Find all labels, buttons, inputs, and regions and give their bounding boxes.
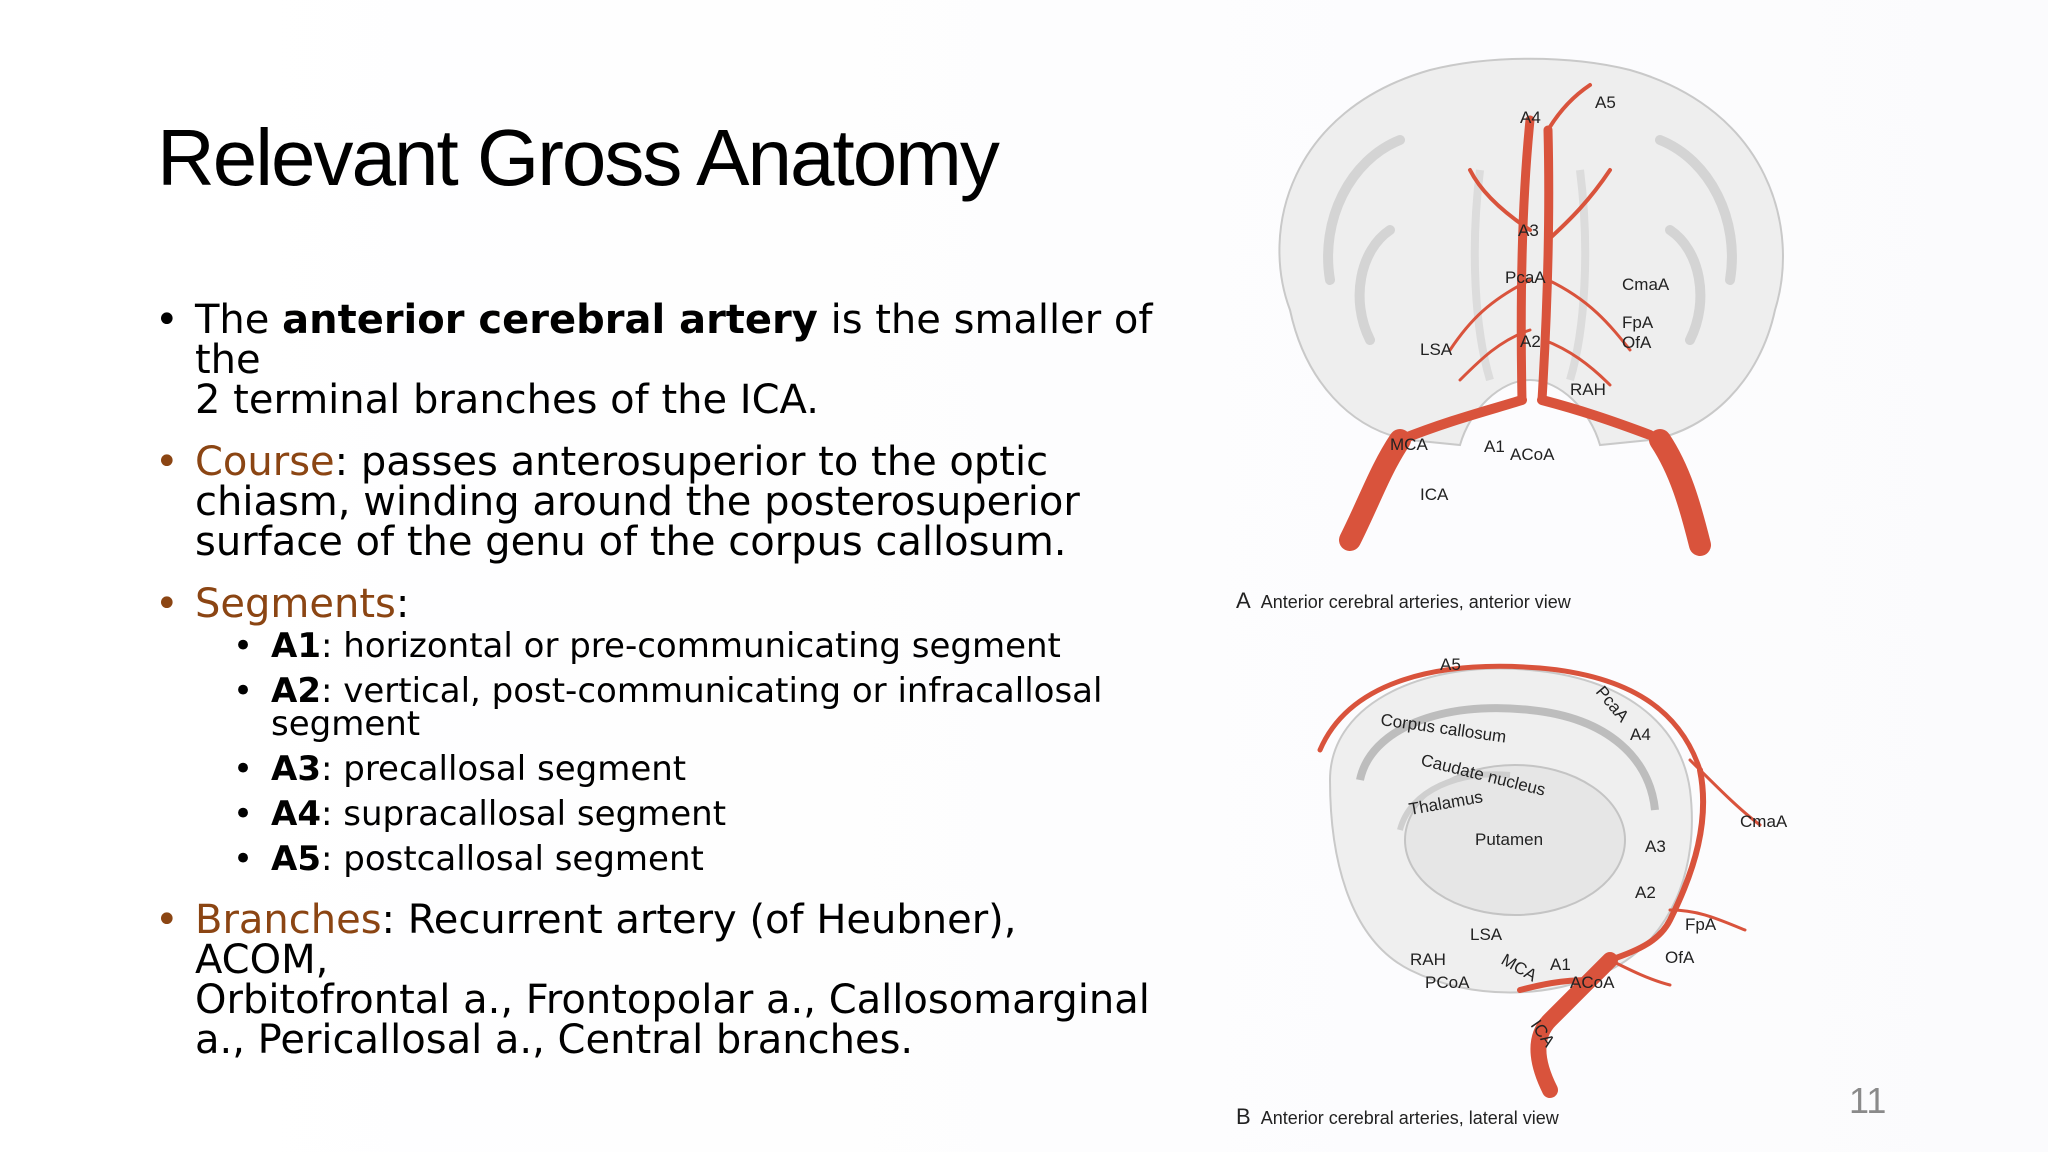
- bullet-segments: • Segments:: [155, 584, 1155, 624]
- bullet-line: The anterior cerebral artery is the smal…: [195, 300, 1155, 380]
- label-ofa: OfA: [1622, 333, 1652, 352]
- label-lsa: LSA: [1470, 925, 1503, 944]
- label-a4: A4: [1520, 108, 1541, 127]
- label-a1: A1: [1484, 437, 1505, 456]
- figure-a-labels: A4 A5 A3 PcaA CmaA FpA OfA LSA A2 RAH MC…: [1390, 93, 1670, 504]
- bullet-branches: • Branches: Recurrent artery (of Heubner…: [155, 900, 1155, 1060]
- label-fpa: FpA: [1622, 313, 1654, 332]
- segment-label: A3: [271, 749, 321, 789]
- figure-a-anterior-view: A4 A5 A3 PcaA CmaA FpA OfA LSA A2 RAH MC…: [1278, 57, 1784, 556]
- bullet-aca: • The anterior cerebral artery is the sm…: [155, 300, 1155, 420]
- brain-gyri: [1323, 135, 1737, 345]
- label-putamen: Putamen: [1475, 830, 1543, 849]
- bullet-list: • The anterior cerebral artery is the sm…: [155, 300, 1155, 1082]
- anterior-arteries: [1339, 83, 1711, 556]
- ventricle-walls: [1470, 169, 1590, 382]
- bullet-dot: •: [155, 297, 179, 343]
- bullet-line: chiasm, winding around the posterosuperi…: [195, 479, 1080, 525]
- bullet-text: : passes anterosuperior to the optic: [334, 439, 1049, 485]
- figure-a-caption: A Anterior cerebral arteries, anterior vi…: [1236, 588, 1571, 614]
- label-ofa: OfA: [1665, 948, 1695, 967]
- label-cmaa: CmaA: [1740, 812, 1788, 831]
- label-ica: ICA: [1420, 485, 1449, 504]
- corpus-callosum: [1356, 704, 1659, 811]
- slide-title: Relevant Gross Anatomy: [157, 113, 1000, 202]
- label-a3: A3: [1645, 837, 1666, 856]
- segment-label: A2: [271, 671, 321, 711]
- segment-line: A2: vertical, post-communicating or infr…: [271, 674, 1155, 708]
- bullet-line: 2 terminal branches of the ICA.: [195, 377, 819, 423]
- bullet-dot: •: [155, 581, 179, 627]
- figure-b-caption: B Anterior cerebral arteries, lateral vie…: [1236, 1104, 1559, 1130]
- label-rah: RAH: [1570, 380, 1606, 399]
- caption-text: Anterior cerebral arteries, anterior vie…: [1260, 592, 1571, 612]
- bullet-text: : Recurrent artery (of Heubner), ACOM,: [195, 897, 1017, 983]
- bullet-line: Orbitofrontal a., Frontopolar a., Callos…: [195, 977, 1150, 1023]
- segment-item-a2: • A2: vertical, post-communicating or in…: [155, 671, 1155, 744]
- caption-text: Anterior cerebral arteries, lateral view: [1260, 1108, 1559, 1128]
- segment-text: : supracallosal segment: [320, 794, 727, 834]
- bullet-keyword: Segments: [195, 581, 396, 627]
- bullet-line: Branches: Recurrent artery (of Heubner),…: [195, 900, 1155, 980]
- lateral-arteries: [1317, 663, 1762, 1098]
- caption-letter: B: [1236, 1104, 1251, 1129]
- label-mca: MCA: [1390, 435, 1428, 454]
- label-a2: A2: [1635, 883, 1656, 902]
- label-a5: A5: [1440, 655, 1461, 674]
- segment-label: A4: [271, 794, 321, 834]
- label-cmaa: CmaA: [1622, 275, 1670, 294]
- bullet-course: • Course: passes anterosuperior to the o…: [155, 442, 1155, 562]
- bullet-keyword: Branches: [195, 897, 382, 943]
- caption-letter: A: [1236, 588, 1251, 613]
- segment-label: A1: [271, 626, 321, 666]
- bullet-line: surface of the genu of the corpus callos…: [195, 519, 1067, 565]
- thalamus-shape: [1397, 771, 1511, 831]
- page-number: 11: [1849, 1080, 1887, 1121]
- segment-text: : vertical, post-communicating or infrac…: [320, 671, 1103, 711]
- segment-item-a3: • A3: precallosal segment: [155, 749, 1155, 789]
- segment-item-a5: • A5: postcallosal segment: [155, 839, 1155, 879]
- segment-label: A5: [271, 839, 321, 879]
- label-a2: A2: [1520, 332, 1541, 351]
- label-acoa: ACoA: [1570, 973, 1615, 992]
- label-rah: RAH: [1410, 950, 1446, 969]
- segment-item-a4: • A4: supracallosal segment: [155, 794, 1155, 834]
- bullet-dot: •: [233, 794, 254, 834]
- bullet-dot: •: [233, 671, 254, 711]
- bullet-keyword: Course: [195, 439, 335, 485]
- segment-item-a1: • A1: horizontal or pre-communicating se…: [155, 626, 1155, 666]
- label-a4: A4: [1630, 725, 1651, 744]
- segment-text: : postcallosal segment: [320, 839, 704, 879]
- label-pcaa: PcaA: [1505, 268, 1546, 287]
- bullet-text: is the smaller of the: [195, 297, 1153, 383]
- bullet-dot: •: [155, 897, 179, 943]
- bullet-dot: •: [233, 626, 254, 666]
- bullet-line: Course: passes anterosuperior to the opt…: [195, 442, 1155, 482]
- label-pcoa: PCoA: [1425, 973, 1470, 992]
- putamen-shape: [1404, 764, 1626, 916]
- label-lsa: LSA: [1420, 340, 1453, 359]
- label-a5: A5: [1595, 93, 1616, 112]
- label-a3: A3: [1518, 221, 1539, 240]
- bullet-line: Segments:: [195, 584, 1155, 624]
- bullet-dot: •: [233, 749, 254, 789]
- segment-text: : horizontal or pre-communicating segmen…: [320, 626, 1061, 666]
- bullet-line: a., Pericallosal a., Central branches.: [195, 1017, 914, 1063]
- brain-coronal-outline: [1278, 57, 1784, 447]
- bullet-text: The: [195, 297, 283, 343]
- label-fpa: FpA: [1685, 915, 1717, 934]
- bullet-dot: •: [233, 839, 254, 879]
- bullet-dot: •: [155, 439, 179, 485]
- segment-text: : precallosal segment: [320, 749, 687, 789]
- bullet-text: :: [395, 581, 410, 627]
- label-acoa: ACoA: [1510, 445, 1555, 464]
- segment-line: segment: [271, 704, 421, 744]
- label-a1: A1: [1550, 955, 1571, 974]
- figure-b-lateral-view: A5 Corpus callosum PcaA A4 Caudate nucle…: [1317, 655, 1788, 1098]
- bullet-bold-text: anterior cerebral artery: [282, 297, 818, 343]
